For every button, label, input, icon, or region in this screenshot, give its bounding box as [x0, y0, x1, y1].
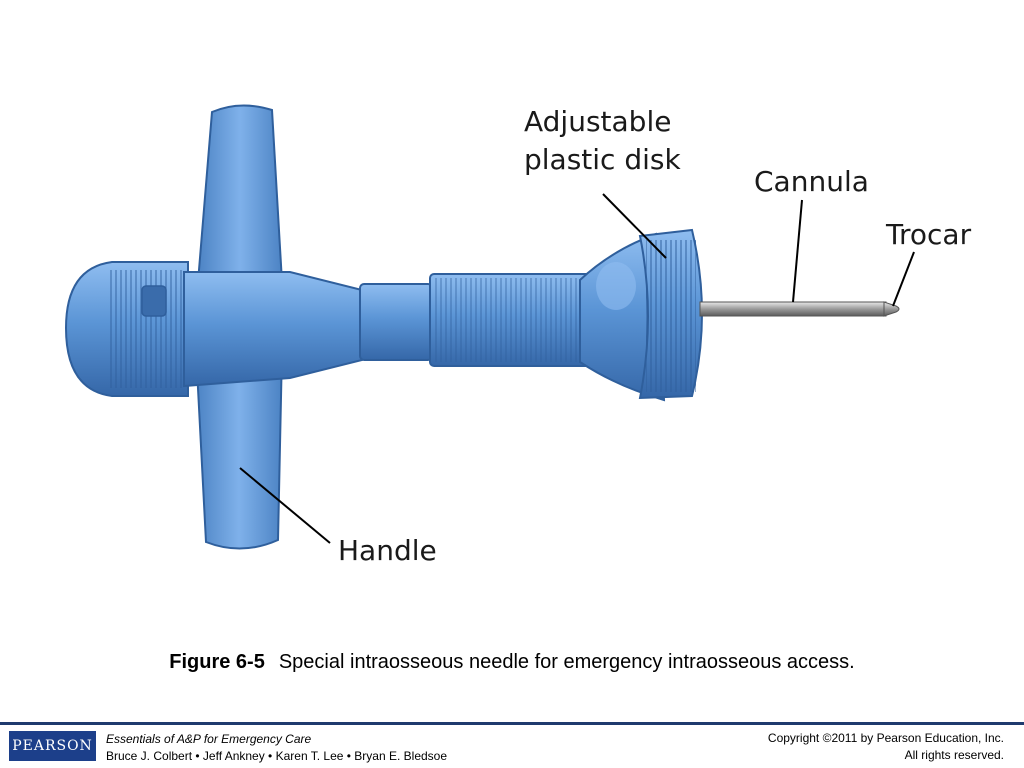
copyright-notice: Copyright ©2011 by Pearson Education, In…	[767, 731, 1004, 745]
adjustable-disk-label-line1: Adjustable	[524, 105, 672, 138]
shaft-collar	[359, 283, 433, 361]
handle-upper-wing	[196, 104, 284, 283]
trocar-leader-line	[892, 251, 915, 307]
cannula-label: Cannula	[754, 165, 869, 198]
handle-label: Handle	[338, 534, 437, 567]
cannula-leader-line	[792, 199, 803, 303]
figure-number: Figure 6-5	[169, 651, 265, 673]
adjustable-disk-label-line2: plastic disk	[524, 143, 681, 176]
trocar-tip	[883, 301, 900, 317]
handle-lower-wing	[194, 349, 284, 550]
rights-notice: All rights reserved.	[904, 748, 1004, 762]
handle-hub	[183, 271, 363, 388]
disk-leader-line	[602, 193, 667, 259]
handle-leader-line	[239, 467, 331, 544]
footer-divider	[0, 722, 1024, 725]
adjustable-disk-label: Adjustable plastic disk	[524, 103, 681, 179]
dome-notch	[141, 285, 167, 317]
trocar-label: Trocar	[886, 218, 972, 251]
cannula-needle	[699, 301, 887, 317]
book-title: Essentials of A&P for Emergency Care	[106, 732, 312, 746]
pearson-logo: PEARSON	[9, 731, 96, 761]
figure-caption: Figure 6-5 Special intraosseous needle fo…	[0, 651, 1024, 674]
figure-caption-text: Special intraosseous needle for emergenc…	[278, 651, 855, 673]
book-authors: Bruce J. Colbert • Jeff Ankney • Karen T…	[106, 749, 448, 763]
